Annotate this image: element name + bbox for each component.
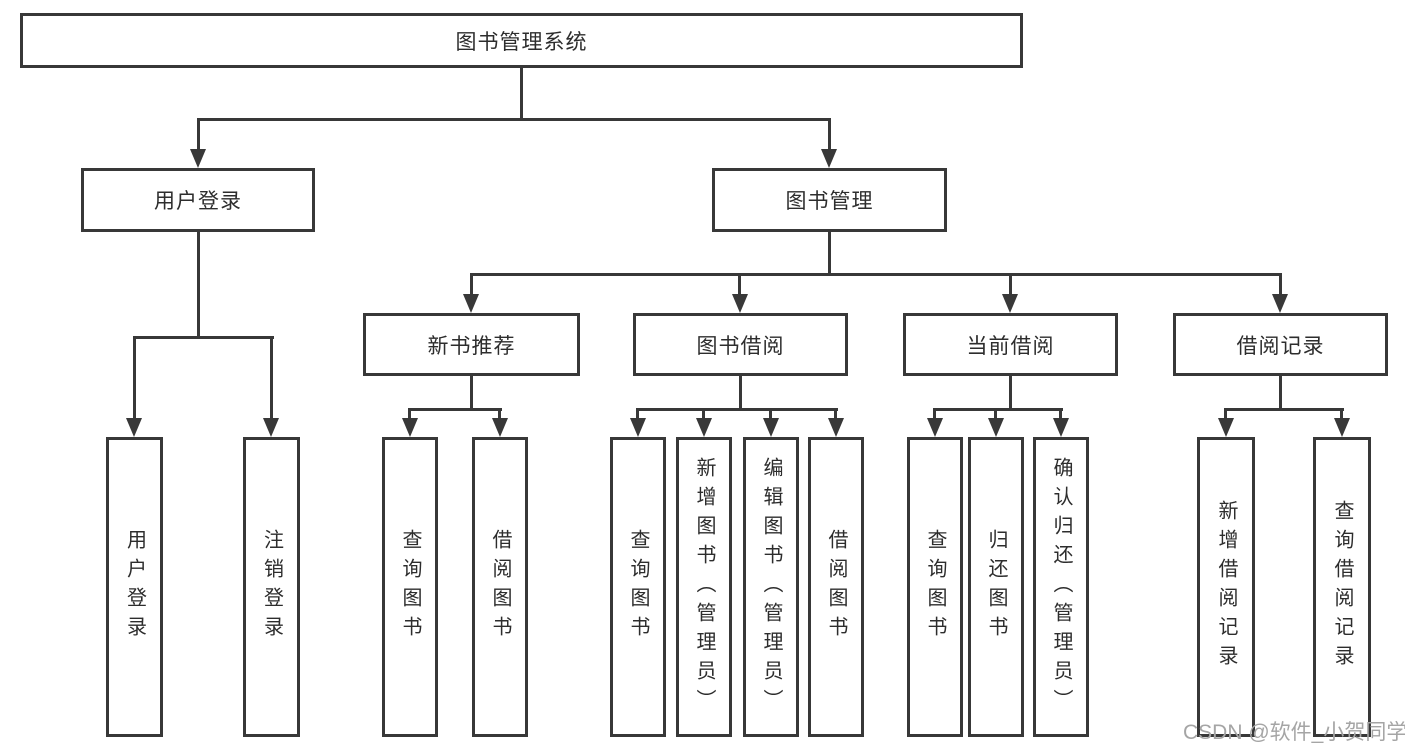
arrow-down-icon [630, 418, 646, 437]
node-label: 新书推荐 [427, 334, 516, 358]
connector-borrow-bar [636, 408, 838, 411]
leaf-add-borrow-record: 新增借阅记录 [1197, 437, 1255, 737]
node-library-system: 图书管理系统 [20, 13, 1023, 68]
node-label: 借阅图书 [489, 529, 511, 645]
node-label: 图书管理系统 [455, 30, 588, 54]
connector-recommend-bar [408, 408, 502, 411]
connector-borrow-drop1 [636, 408, 639, 420]
arrow-down-icon [492, 418, 508, 437]
node-new-book-recommend: 新书推荐 [363, 313, 580, 376]
arrow-down-icon [1334, 418, 1350, 437]
arrow-down-icon [1002, 294, 1018, 313]
connector-bookmgmt-drop3 [1009, 273, 1012, 296]
connector-current-drop3 [1059, 408, 1062, 420]
connector-records-drop1 [1224, 408, 1227, 420]
node-label: 图书管理 [785, 190, 874, 213]
arrow-down-icon [988, 418, 1004, 437]
leaf-add-books-admin: 新增图书（管理员） [676, 437, 732, 737]
connector-borrow-stem [739, 376, 742, 408]
arrow-down-icon [763, 418, 779, 437]
node-label: 查询借阅记录 [1331, 500, 1353, 674]
connector-records-drop2 [1340, 408, 1343, 420]
arrow-down-icon [463, 294, 479, 313]
node-book-borrow: 图书借阅 [633, 313, 848, 376]
node-label: 新增借阅记录 [1215, 500, 1237, 674]
node-label: 借阅图书 [825, 529, 847, 645]
leaf-query-borrow-record: 查询借阅记录 [1313, 437, 1371, 737]
connector-bookmgmt-drop2 [738, 273, 741, 296]
node-book-management: 图书管理 [712, 168, 947, 232]
leaf-borrow-books-recommend: 借阅图书 [472, 437, 528, 737]
arrow-down-icon [828, 418, 844, 437]
connector-recommend-stem [470, 376, 473, 408]
arrow-down-icon [696, 418, 712, 437]
node-label: 新增图书（管理员） [693, 456, 715, 718]
connector-root-stem [520, 68, 523, 118]
connector-records-stem [1279, 376, 1282, 408]
node-label: 查询图书 [627, 529, 649, 645]
node-label: 确认归还（管理员） [1050, 456, 1072, 718]
arrow-down-icon [402, 418, 418, 437]
node-label: 查询图书 [924, 529, 946, 645]
leaf-confirm-return-admin: 确认归还（管理员） [1033, 437, 1089, 737]
connector-borrow-drop4 [834, 408, 837, 420]
connector-userlogin-stem [197, 232, 200, 336]
connector-bookmgmt-drop4 [1279, 273, 1282, 296]
connector-bookmgmt-drop1 [470, 273, 473, 296]
node-label: 图书借阅 [696, 334, 785, 358]
connector-root-right-drop [828, 118, 831, 151]
leaf-query-books-borrow: 查询图书 [610, 437, 666, 737]
arrow-down-icon [821, 149, 837, 168]
node-label: 用户登录 [123, 529, 146, 645]
connector-borrow-drop2 [702, 408, 705, 420]
connector-records-bar [1224, 408, 1344, 411]
arrow-down-icon [732, 294, 748, 313]
connector-bookmgmt-stem [828, 232, 831, 273]
leaf-query-books-recommend: 查询图书 [382, 437, 438, 737]
node-label: 注销登录 [260, 529, 283, 645]
connector-bookmgmt-bar [470, 273, 1282, 276]
arrow-down-icon [126, 418, 142, 437]
connector-userlogin-drop2 [270, 336, 273, 420]
node-borrow-records: 借阅记录 [1173, 313, 1388, 376]
connector-root-bar [197, 118, 831, 121]
connector-borrow-drop3 [769, 408, 772, 420]
connector-current-bar [933, 408, 1063, 411]
connector-current-stem [1009, 376, 1012, 408]
connector-userlogin-bar [133, 336, 274, 339]
node-current-borrow: 当前借阅 [903, 313, 1118, 376]
node-label: 当前借阅 [966, 334, 1055, 358]
leaf-user-login: 用户登录 [106, 437, 163, 737]
leaf-query-books-current: 查询图书 [907, 437, 963, 737]
leaf-borrow-books: 借阅图书 [808, 437, 864, 737]
arrow-down-icon [190, 149, 206, 168]
node-label: 查询图书 [399, 529, 421, 645]
connector-recommend-drop2 [498, 408, 501, 420]
arrow-down-icon [1053, 418, 1069, 437]
node-label: 用户登录 [154, 190, 242, 213]
node-label: 借阅记录 [1236, 334, 1325, 358]
connector-current-drop2 [994, 408, 997, 420]
arrow-down-icon [1272, 294, 1288, 313]
node-label: 编辑图书（管理员） [760, 456, 782, 718]
connector-current-drop1 [933, 408, 936, 420]
leaf-return-books: 归还图书 [968, 437, 1024, 737]
node-user-login: 用户登录 [81, 168, 315, 232]
arrow-down-icon [263, 418, 279, 437]
leaf-edit-books-admin: 编辑图书（管理员） [743, 437, 799, 737]
connector-root-left-drop [197, 118, 200, 151]
connector-userlogin-drop1 [133, 336, 136, 420]
connector-recommend-drop1 [408, 408, 411, 420]
arrow-down-icon [927, 418, 943, 437]
node-label: 归还图书 [985, 529, 1007, 645]
leaf-logout: 注销登录 [243, 437, 300, 737]
watermark: CSDN @软件_小贺同学 [1183, 721, 1405, 744]
arrow-down-icon [1218, 418, 1234, 437]
